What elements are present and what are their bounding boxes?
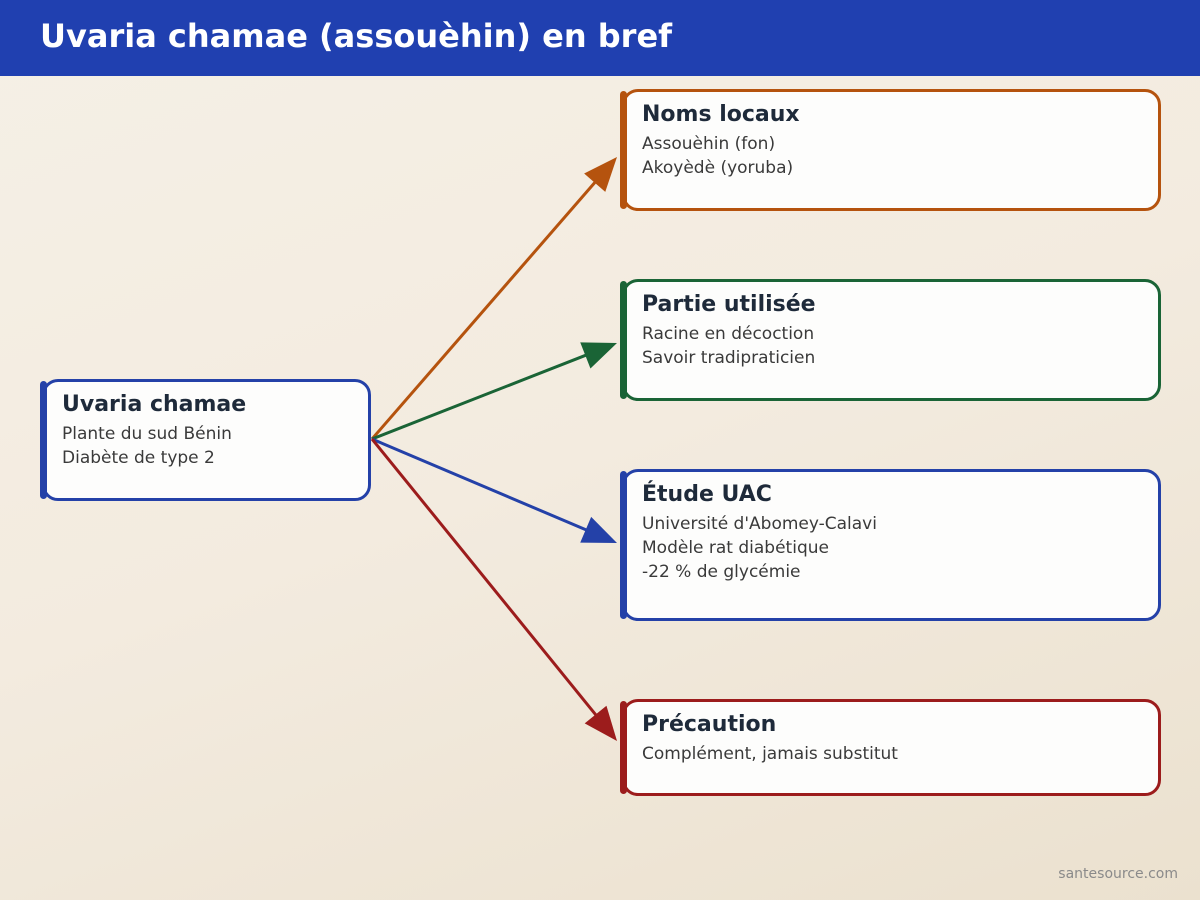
- connector-line-precaution: [370, 438, 600, 719]
- branch-accent: [620, 281, 627, 399]
- branch-line: -22 % de glycémie: [642, 562, 801, 582]
- branch-line: Savoir tradipraticien: [642, 348, 816, 368]
- branch-accent: [620, 471, 627, 619]
- branch-title: Précaution: [642, 712, 777, 737]
- branch-title: Noms locaux: [642, 102, 800, 127]
- page-title: Uvaria chamae (assouèhin) en bref: [40, 17, 673, 55]
- center-node-title: Uvaria chamae: [62, 392, 247, 417]
- branch-line: Modèle rat diabétique: [642, 538, 829, 558]
- arrowhead-etude-uac: [580, 516, 617, 543]
- branch-line: Racine en décoction: [642, 324, 815, 344]
- center-node-line: Diabète de type 2: [62, 448, 215, 468]
- connector-line-partie-utilisee: [371, 352, 590, 441]
- header-bar: Uvaria chamae (assouèhin) en bref: [0, 0, 1200, 76]
- branch-line: Complément, jamais substitut: [642, 744, 898, 764]
- branch-accent: [620, 91, 627, 209]
- branch-node-partie-utilisee: Partie utilisée Racine en décoction Savo…: [620, 279, 1161, 401]
- arrowhead-partie-utilisee: [580, 342, 617, 369]
- center-node-line: Plante du sud Bénin: [62, 424, 232, 444]
- branch-title: Étude UAC: [642, 482, 772, 507]
- connector-line-etude-uac: [371, 437, 590, 533]
- center-node-accent: [40, 381, 47, 499]
- branch-line: Assouèhin (fon): [642, 134, 776, 154]
- arrowhead-noms-locaux: [584, 157, 617, 192]
- center-node: Uvaria chamae Plante du sud Bénin Diabèt…: [40, 379, 371, 501]
- branch-node-etude-uac: Étude UAC Université d'Abomey-Calavi Mod…: [620, 469, 1161, 621]
- arrowhead-precaution: [584, 705, 617, 741]
- footer-credit: santesource.com: [1058, 866, 1178, 882]
- branch-title: Partie utilisée: [642, 292, 816, 317]
- branch-node-noms-locaux: Noms locaux Assouèhin (fon) Akoyèdè (yor…: [620, 89, 1161, 211]
- branch-line: Akoyèdè (yoruba): [642, 158, 794, 178]
- branch-line: Université d'Abomey-Calavi: [642, 514, 877, 534]
- connector-line-noms-locaux: [370, 178, 599, 440]
- branch-accent: [620, 701, 627, 794]
- branch-node-precaution: Précaution Complément, jamais substitut: [620, 699, 1161, 796]
